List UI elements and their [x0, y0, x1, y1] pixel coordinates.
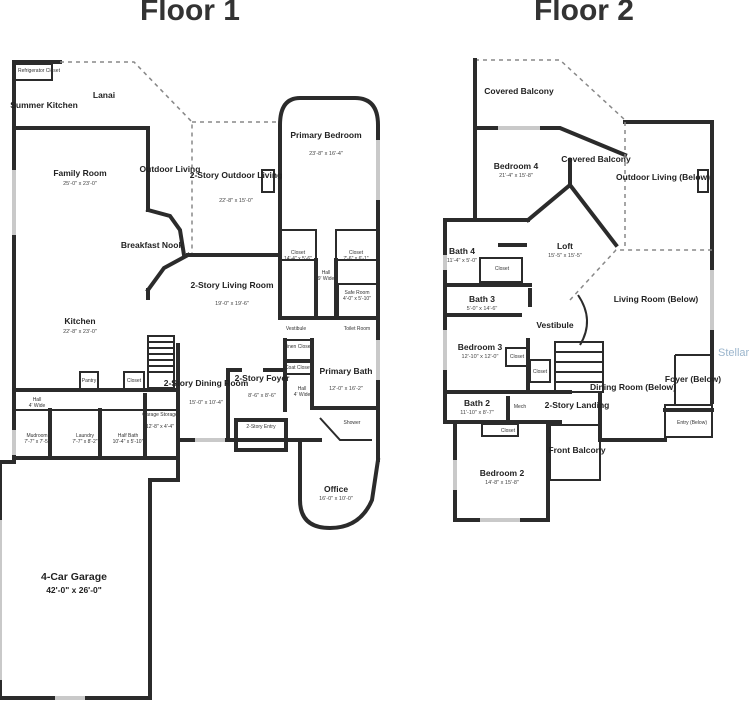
- safe-room-label: Safe Room: [344, 290, 369, 296]
- bedroom3-dim: 12'-10" x 12'-0": [462, 354, 499, 360]
- garage-dim: 42'-0" x 26'-0": [46, 585, 102, 595]
- floor1-title: Floor 1: [140, 0, 240, 27]
- toilet-room-label: Toilet Room: [344, 326, 370, 332]
- half-bath-dim: 10'-4" x 5'-10": [113, 439, 144, 445]
- closet-b2-label: Closet: [510, 354, 525, 360]
- covered-balcony-b-label: Covered Balcony: [561, 154, 631, 164]
- outdoor-living-label: Outdoor Living: [140, 164, 201, 174]
- vestibule-label: Vestibule: [286, 326, 307, 332]
- linen-closet-label: Linen Closet: [284, 344, 312, 350]
- hall-b-dim: 4' Wide: [294, 392, 311, 398]
- outdoor-living-2story-dim: 22'-8" x 15'-0": [219, 198, 253, 204]
- primary-bedroom-label: Primary Bedroom: [290, 130, 362, 140]
- outdoor-living-2story-label: 2-Story Outdoor Living: [190, 170, 283, 180]
- office-dim: 16'-0" x 10'-0": [319, 496, 353, 502]
- floor2-labels: Covered Balcony Bedroom 4 21'-4" x 15'-8…: [447, 86, 721, 486]
- family-room-label: Family Room: [53, 168, 107, 178]
- closet-c2-label: Closet: [533, 369, 548, 375]
- front-balcony-label: Front Balcony: [548, 445, 605, 455]
- bath3-label: Bath 3: [469, 294, 495, 304]
- mech-label: Mech: [514, 404, 526, 410]
- closet-a-label: Closet: [291, 250, 306, 256]
- hall-b-label: Hall: [298, 386, 307, 392]
- bedroom2-dim: 14'-8" x 15'-8": [485, 480, 519, 486]
- floor2-title: Floor 2: [534, 0, 634, 27]
- summer-kitchen-label: Summer Kitchen: [10, 100, 78, 110]
- bath2-label: Bath 2: [464, 398, 490, 408]
- garage-storage-dim: 12'-8" x 4'-4": [146, 424, 174, 430]
- bedroom3-label: Bedroom 3: [458, 342, 503, 352]
- closet-a2-label: Closet: [495, 266, 510, 272]
- living-room-below-label: Living Room (Below): [614, 294, 699, 304]
- garage-label: 4-Car Garage: [41, 571, 107, 583]
- outdoor-living-below-label: Outdoor Living (Below): [616, 172, 710, 182]
- closet-c-label: Closet: [127, 378, 142, 384]
- kitchen-label: Kitchen: [64, 316, 95, 326]
- breakfast-nook-label: Breakfast Nook: [121, 240, 184, 250]
- covered-balcony-a-label: Covered Balcony: [484, 86, 554, 96]
- laundry-dim: 7'-7" x 8'-2": [72, 439, 97, 445]
- foyer-label: 2-Story Foyer: [235, 373, 290, 383]
- half-bath-label: Half Bath: [118, 433, 139, 439]
- shower-label: Shower: [344, 420, 361, 426]
- watermark: Stellar: [718, 347, 750, 359]
- family-room-dim: 25'-0" x 23'-0": [63, 181, 97, 187]
- foyer-dim: 8'-6" x 8'-6": [248, 393, 276, 399]
- hall-c-label: Hall: [33, 397, 42, 403]
- bedroom4-dim: 21'-4" x 15'-8": [499, 173, 533, 179]
- hall-a-dim: 9' Wide: [318, 276, 335, 282]
- hall-a-label: Hall: [322, 270, 331, 276]
- refrigerator-closet-label: Refrigerator Closet: [18, 68, 61, 74]
- dining-room-dim: 15'-0" x 10'-4": [189, 400, 223, 406]
- safe-room-dim: 4'-0" x 5'-10": [343, 296, 371, 302]
- loft-label: Loft: [557, 241, 573, 251]
- closet-d2-label: Closet: [501, 428, 516, 434]
- floor1-walls: [0, 60, 381, 700]
- bath4-dim: 11'-4" x 5'-0": [447, 258, 477, 264]
- primary-bath-label: Primary Bath: [320, 366, 373, 376]
- hall-c-dim: 4' Wide: [29, 403, 46, 409]
- kitchen-dim: 22'-8" x 23'-0": [63, 329, 97, 335]
- dining-room-below-label: Dining Room (Below): [590, 382, 676, 392]
- closet-b-label: Closet: [349, 250, 364, 256]
- primary-bath-dim: 12'-0" x 16'-2": [329, 386, 363, 392]
- foyer-below-label: Foyer (Below): [665, 374, 721, 384]
- garage-storage-label: Garage Storage: [142, 412, 178, 418]
- bath3-dim: 5'-0" x 14'-6": [467, 306, 498, 312]
- bath4-label: Bath 4: [449, 246, 475, 256]
- office-label: Office: [324, 484, 348, 494]
- closet-a-dim: 14'-4" x 5'-6": [284, 256, 312, 262]
- primary-bedroom-dim: 23'-8" x 16'-4": [309, 151, 343, 157]
- mudroom-dim: 7'-7" x 7'-5": [24, 439, 49, 445]
- loft-dim: 15'-5" x 15'-5": [548, 253, 582, 259]
- lanai-label: Lanai: [93, 90, 115, 100]
- coat-closet-label: Coat Closet: [285, 365, 312, 371]
- bedroom4-label: Bedroom 4: [494, 161, 539, 171]
- bath2-dim: 11'-10" x 8'-7": [460, 410, 493, 416]
- vestibule-2-label: Vestibule: [536, 320, 574, 330]
- living-room-dim: 19'-0" x 19'-6": [215, 301, 249, 307]
- floor1-labels: Refrigerator Closet Lanai Summer Kitchen…: [10, 68, 372, 595]
- bedroom2-label: Bedroom 2: [480, 468, 525, 478]
- dining-room-label: 2-Story Dining Room: [164, 378, 249, 388]
- closet-b-dim: 7'-6" x 6'-1": [343, 256, 368, 262]
- laundry-label: Laundry: [76, 433, 95, 439]
- landing-label: 2-Story Landing: [545, 400, 610, 410]
- pantry-label: Pantry: [82, 378, 97, 384]
- living-room-label: 2-Story Living Room: [190, 280, 274, 290]
- entry-below-label: Entry (Below): [677, 420, 707, 426]
- floor2-walls: [443, 58, 714, 522]
- mudroom-label: Mudroom: [26, 433, 47, 439]
- entry-label: 2-Story Entry: [246, 424, 276, 430]
